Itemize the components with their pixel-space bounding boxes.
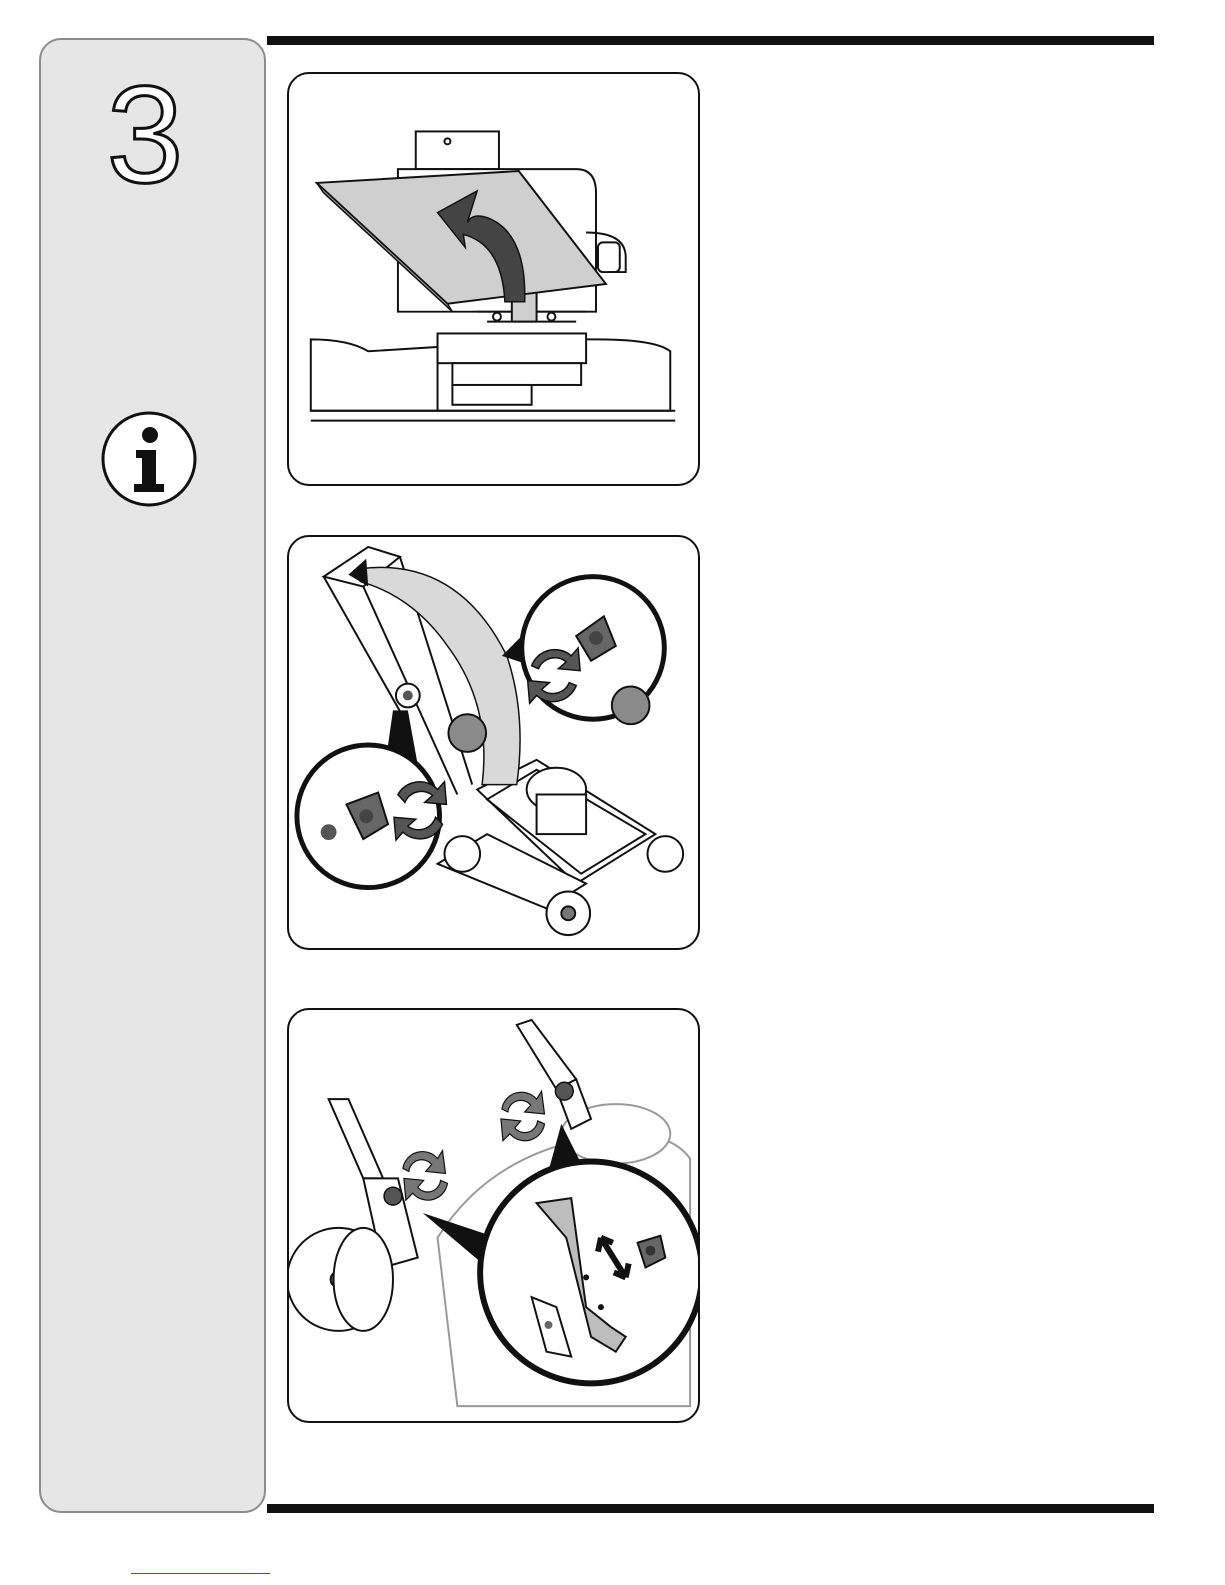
bottom-rule bbox=[267, 1504, 1154, 1513]
handle-fold-up-figure bbox=[287, 535, 700, 950]
step-number: 3 bbox=[90, 65, 200, 205]
chute-cover-lift-figure bbox=[287, 72, 700, 486]
step-sidebar bbox=[39, 38, 266, 1513]
handle-height-adjust-figure bbox=[287, 1008, 700, 1423]
info-icon bbox=[100, 410, 198, 508]
top-rule bbox=[267, 36, 1154, 45]
footer-link-underline bbox=[131, 1573, 270, 1574]
